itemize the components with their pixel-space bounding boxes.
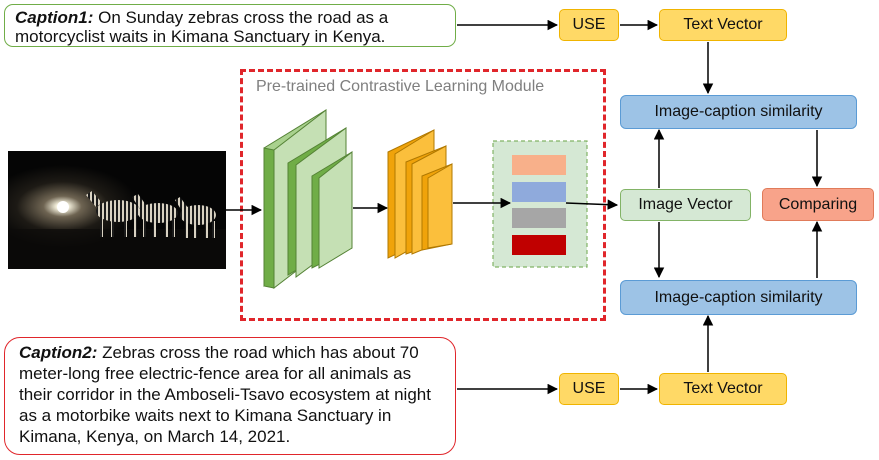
orange-conv-block-3 bbox=[421, 163, 453, 251]
feature-bar-2 bbox=[512, 182, 566, 202]
caption2-label: Caption2: bbox=[19, 343, 98, 362]
caption1-label: Caption1: bbox=[15, 8, 94, 27]
caption1-text: On Sunday zebras cross the road as a mot… bbox=[15, 8, 389, 46]
image-vector-box: Image Vector bbox=[620, 189, 751, 221]
use-box-bottom: USE bbox=[559, 373, 619, 405]
text-vector-box-top: Text Vector bbox=[659, 9, 787, 41]
zebra-night-photo bbox=[8, 151, 226, 269]
green-conv-block-3 bbox=[311, 150, 353, 269]
use-box-top: USE bbox=[559, 9, 619, 41]
caption2-text: Zebras cross the road which has about 70… bbox=[19, 343, 431, 446]
module-label: Pre-trained Contrastive Learning Module bbox=[256, 78, 545, 95]
text-vector-box-bottom: Text Vector bbox=[659, 373, 787, 405]
caption1-box: Caption1: On Sunday zebras cross the roa… bbox=[4, 4, 456, 47]
similarity-box-bottom: Image-caption similarity bbox=[620, 280, 857, 315]
arrow-feature-to-imagevector bbox=[565, 199, 619, 210]
comparing-box: Comparing bbox=[762, 188, 874, 221]
feature-bar-3 bbox=[512, 208, 566, 228]
contrastive-module-frame bbox=[240, 69, 606, 321]
caption2-box: Caption2: Zebras cross the road which ha… bbox=[4, 337, 456, 455]
feature-bar-1 bbox=[512, 155, 566, 175]
similarity-box-top: Image-caption similarity bbox=[620, 95, 857, 129]
feature-bar-4 bbox=[512, 235, 566, 255]
